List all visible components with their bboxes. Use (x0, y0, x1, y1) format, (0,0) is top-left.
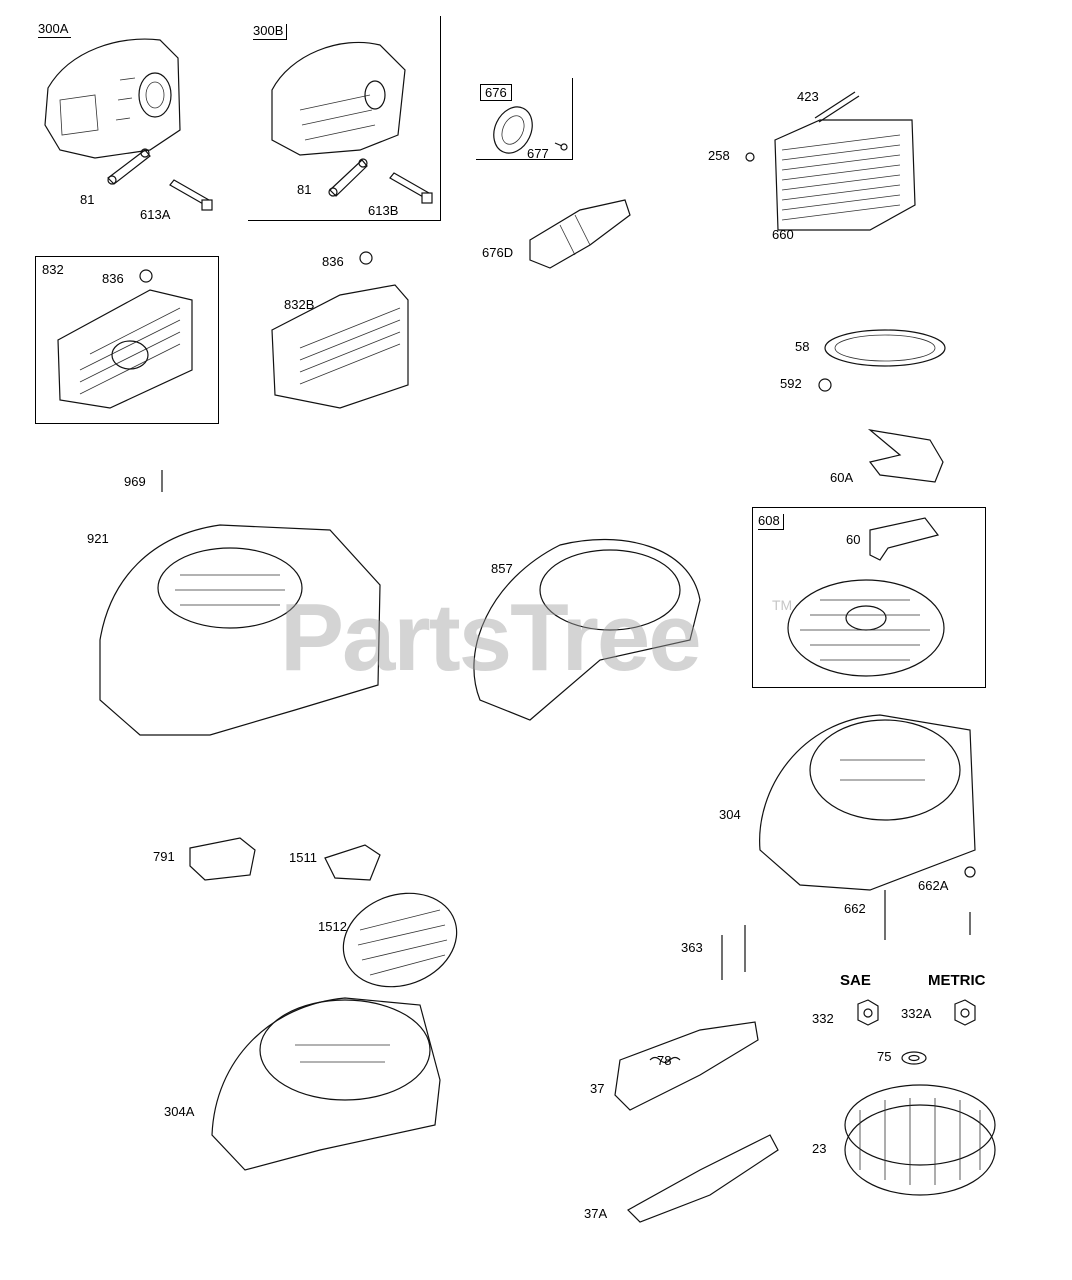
part-300A-muffler-guard[interactable] (44, 38, 181, 159)
callout-78: 78 (657, 1053, 672, 1068)
part-1512-screen[interactable] (330, 878, 470, 1002)
callout-836-a: 836 (102, 271, 124, 286)
part-37A-governor-lever[interactable] (627, 1134, 779, 1223)
part-676D-deflector[interactable] (529, 199, 631, 269)
part-304-blower-housing[interactable] (759, 714, 976, 891)
part-613A-bolt[interactable] (169, 179, 213, 211)
part-921-blower-housing[interactable] (99, 524, 381, 736)
callout-921: 921 (87, 531, 109, 546)
part-60A-handle[interactable] (867, 429, 944, 483)
callout-37A: 37A (584, 1206, 608, 1221)
part-857-baffle[interactable] (473, 538, 701, 721)
callout-969: 969 (124, 474, 146, 489)
part-836-nut-b[interactable] (359, 251, 373, 265)
callout-791: 791 (153, 849, 175, 864)
group-label-832: 832 (42, 262, 64, 277)
callout-81-a: 81 (80, 192, 95, 207)
header-metric: METRIC (928, 972, 986, 989)
callout-75: 75 (877, 1049, 892, 1064)
part-608-rewind-starter[interactable] (787, 579, 945, 677)
callout-836-b: 836 (322, 254, 344, 269)
part-363-bolt[interactable] (721, 925, 746, 980)
callout-1511: 1511 (289, 850, 317, 865)
part-60-starter-handle[interactable] (869, 517, 940, 561)
part-613B-bolt[interactable] (389, 172, 433, 204)
callout-37: 37 (590, 1081, 605, 1096)
part-832-heat-shield[interactable] (57, 289, 193, 409)
callout-23: 23 (812, 1141, 827, 1156)
group-label-676: 676 (480, 84, 512, 101)
group-label-608: 608 (758, 514, 784, 530)
callout-58: 58 (795, 339, 810, 354)
part-37-governor-lever[interactable] (614, 1021, 759, 1111)
callout-857: 857 (491, 561, 513, 576)
part-23-flywheel[interactable] (844, 1084, 996, 1196)
part-81-bracket-b[interactable] (328, 158, 368, 197)
part-423-gasket[interactable] (814, 91, 860, 123)
part-791-control-bracket[interactable] (189, 837, 256, 881)
frame-608 (752, 507, 986, 688)
frame-832 (35, 256, 219, 424)
part-300B-muffler-guard[interactable] (271, 41, 406, 156)
callout-258: 258 (708, 148, 730, 163)
part-662A-nut[interactable] (964, 866, 976, 878)
watermark: PartsTree (280, 584, 702, 691)
part-78-spring[interactable] (649, 1056, 681, 1064)
frame-676 (476, 78, 573, 160)
callout-304A: 304A (164, 1104, 195, 1119)
callout-60: 60 (846, 532, 861, 547)
callout-660: 660 (772, 227, 794, 242)
callout-676D: 676D (482, 245, 514, 260)
header-sae: SAE (840, 972, 871, 989)
part-832B-heat-shield[interactable] (271, 284, 409, 409)
callout-613A: 613A (140, 207, 171, 222)
part-75-washer[interactable] (901, 1051, 927, 1065)
part-304A-blower-housing[interactable] (211, 997, 441, 1171)
callout-832B: 832B (284, 297, 315, 312)
group-label-300A: 300A (38, 22, 72, 38)
callout-304: 304 (719, 807, 741, 822)
callout-423: 423 (797, 89, 819, 104)
callout-81-b: 81 (297, 182, 312, 197)
callout-332A: 332A (901, 1006, 932, 1021)
part-81-bracket-a[interactable] (107, 148, 151, 185)
callout-363: 363 (681, 940, 703, 955)
part-58-rope[interactable] (824, 329, 946, 367)
callout-662A: 662A (918, 878, 949, 893)
callout-662: 662 (844, 901, 866, 916)
callout-332: 332 (812, 1011, 834, 1026)
callout-613B: 613B (368, 203, 399, 218)
part-332A-nut[interactable] (954, 999, 976, 1026)
callout-592: 592 (780, 376, 802, 391)
part-1511-cover[interactable] (324, 844, 381, 881)
part-676-gasket[interactable] (487, 101, 540, 160)
part-332-nut[interactable] (857, 999, 879, 1026)
callout-60A: 60A (830, 470, 854, 485)
part-836-nut-a[interactable] (139, 269, 153, 283)
watermark-trademark: TM (772, 597, 793, 613)
callout-1512: 1512 (318, 919, 347, 934)
callout-677: 677 (527, 146, 549, 161)
group-label-300B: 300B (253, 24, 288, 40)
frame-300B (248, 16, 441, 221)
part-677-screw[interactable] (554, 142, 568, 151)
part-660-spark-arrester-screen[interactable] (774, 119, 916, 231)
part-592-nut[interactable] (818, 378, 832, 392)
part-258-screw[interactable] (745, 152, 755, 162)
